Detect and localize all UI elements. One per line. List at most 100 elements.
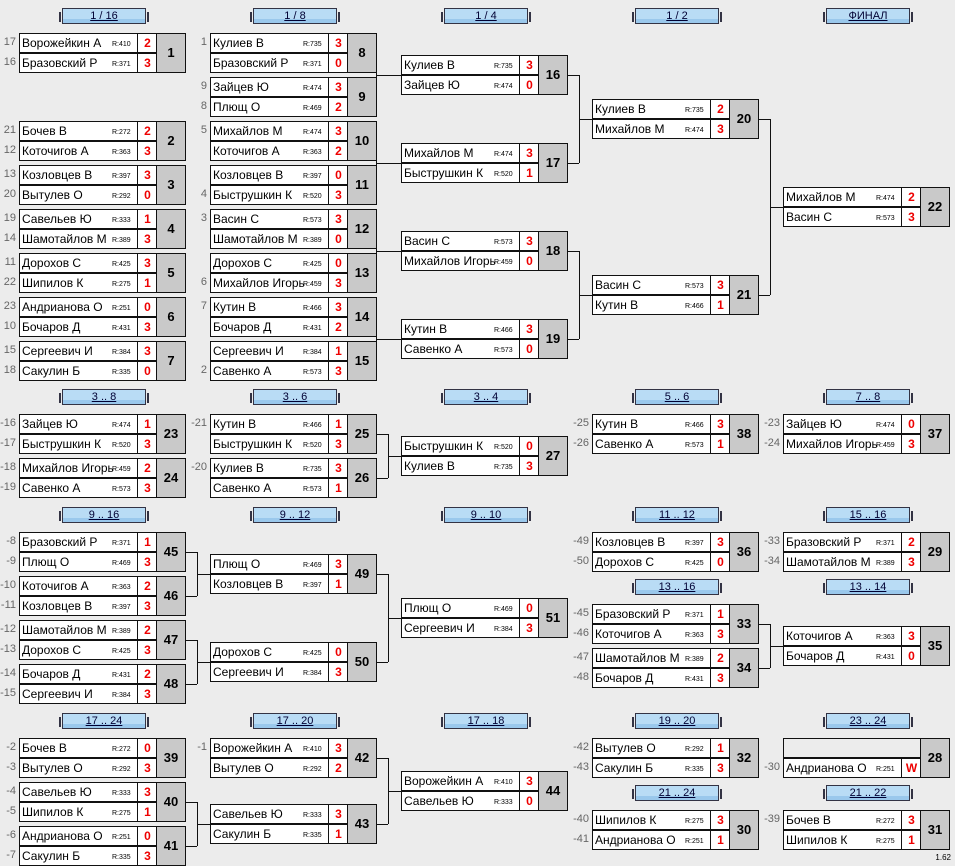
match-number[interactable]: 24 (156, 458, 186, 498)
round-header[interactable]: 13 .. 14 (823, 579, 913, 595)
round-header[interactable]: ФИНАЛ (823, 8, 913, 24)
round-header[interactable]: 1 / 4 (441, 8, 531, 24)
match-number[interactable]: 38 (729, 414, 759, 454)
match-number[interactable]: 9 (347, 77, 377, 117)
round-header[interactable]: 9 .. 12 (250, 507, 340, 523)
match-number[interactable]: 44 (538, 771, 568, 811)
round-header[interactable]: 13 .. 16 (632, 579, 722, 595)
match-number[interactable]: 30 (729, 810, 759, 850)
match-number[interactable]: 29 (920, 532, 950, 572)
round-header[interactable]: 21 .. 22 (823, 785, 913, 801)
match-number[interactable]: 36 (729, 532, 759, 572)
round-header[interactable]: 17 .. 18 (441, 713, 531, 729)
match-number[interactable]: 10 (347, 121, 377, 161)
round-header[interactable]: 1 / 16 (59, 8, 149, 24)
match-number[interactable]: 48 (156, 664, 186, 704)
round-header[interactable]: 3 .. 8 (59, 389, 149, 405)
match-number[interactable]: 40 (156, 782, 186, 822)
match-number[interactable]: 49 (347, 554, 377, 594)
round-header[interactable]: 7 .. 8 (823, 389, 913, 405)
